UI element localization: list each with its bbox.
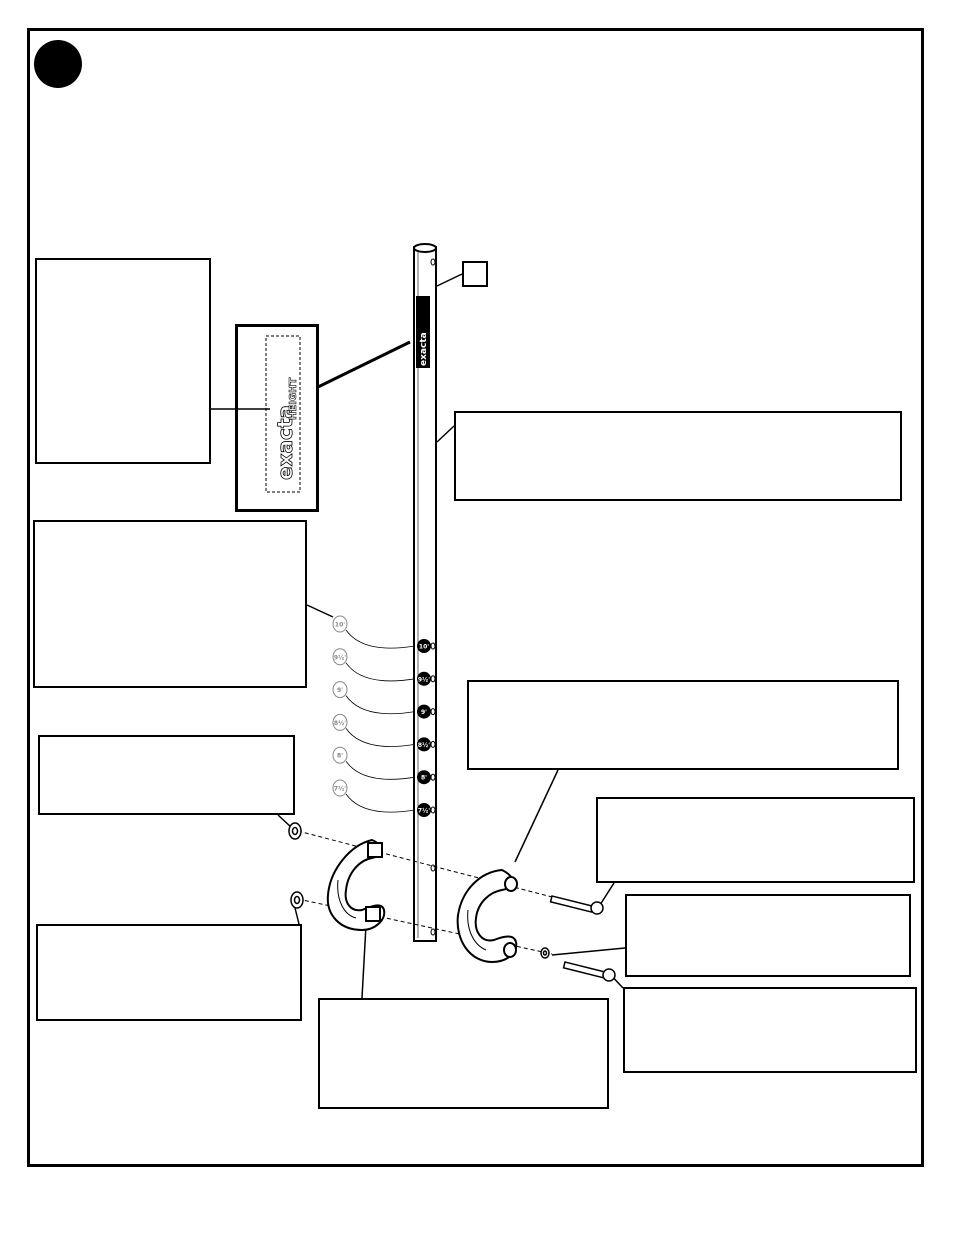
pole-mark-dot — [417, 737, 431, 752]
pole-mark-label: 7½' — [418, 808, 430, 815]
ghost-mark-label: 8' — [337, 753, 343, 760]
ghost-mark-arrow — [345, 629, 416, 649]
pole-mark-dot — [417, 770, 431, 785]
pole-decal: exacta — [416, 296, 430, 368]
pole-mark-label: 9½' — [418, 676, 430, 683]
long-bolt — [549, 895, 604, 915]
part-id-box — [462, 261, 488, 287]
rear-bracket — [326, 838, 386, 932]
ghost-mark-arrow — [345, 760, 416, 780]
ghost-mark-label: 9' — [337, 687, 343, 694]
pole-mark-label: 8' — [421, 775, 427, 782]
ghost-mark-dot — [332, 648, 348, 666]
front-bracket — [456, 868, 518, 964]
pole-hole — [430, 675, 436, 683]
pole-mark-dot — [417, 704, 431, 719]
callout-box-bolt-bottom — [623, 987, 917, 1073]
ghost-height-marks: 10' 9½' 9' 8½' 8' 7½' — [332, 615, 416, 813]
bottom-bolt — [562, 961, 616, 982]
callout-box-decal — [35, 258, 211, 464]
pole-decal-text: exacta — [419, 332, 429, 366]
decal-inset-sub-text: HEIGHT — [288, 378, 299, 420]
nut-top — [288, 822, 302, 840]
ghost-mark-label: 8½' — [334, 720, 346, 727]
callout-box-height-marks — [33, 520, 307, 688]
ghost-mark-label: 10' — [335, 622, 345, 629]
ghost-mark-dot — [332, 779, 348, 797]
nut-bottom — [290, 891, 304, 909]
callout-box-bracket-rear — [318, 998, 609, 1109]
ghost-mark-dot — [332, 681, 348, 699]
pole-mark-dot — [417, 803, 431, 817]
callout-box-bracket-front — [467, 680, 899, 770]
step-number-badge — [34, 40, 82, 88]
callout-box-bolt-long — [596, 797, 915, 883]
pole-hole — [430, 708, 436, 716]
ghost-mark-arrow — [345, 662, 416, 682]
ghost-mark-arrow — [345, 728, 416, 747]
pole-mark-label: 10' — [419, 644, 429, 651]
callout-box-nut-bottom — [36, 924, 302, 1021]
pole-mark-label: 8½' — [418, 742, 430, 749]
ghost-mark-label: 9½' — [334, 654, 346, 661]
pole-height-marks: 10' 9½' 9' 8½' 8' 7½' — [417, 639, 436, 817]
pole-mark-dot — [417, 671, 431, 686]
decal-inset-drawing: exacta HEIGHT — [265, 335, 301, 493]
pole-hole — [430, 806, 436, 814]
callout-box-pole — [454, 411, 902, 501]
washer — [540, 947, 550, 959]
pole-mark-label: 9' — [421, 709, 427, 716]
pole-hole — [430, 642, 436, 650]
ghost-mark-dot — [332, 746, 348, 764]
callout-box-washer — [625, 894, 911, 977]
page-frame — [27, 28, 924, 1167]
ghost-mark-arrow — [345, 793, 416, 813]
ghost-mark-dot — [332, 615, 348, 633]
pole-hole — [430, 740, 436, 748]
decal-detail-inset — [235, 324, 319, 512]
pole-mark-dot — [417, 639, 431, 653]
decal-inset-main-text: exacta — [273, 405, 297, 480]
ghost-mark-label: 7½' — [334, 786, 346, 793]
callout-box-nut-top — [38, 735, 295, 815]
ghost-mark-arrow — [345, 695, 416, 715]
ghost-mark-dot — [332, 713, 348, 731]
pole-hole — [430, 773, 436, 781]
